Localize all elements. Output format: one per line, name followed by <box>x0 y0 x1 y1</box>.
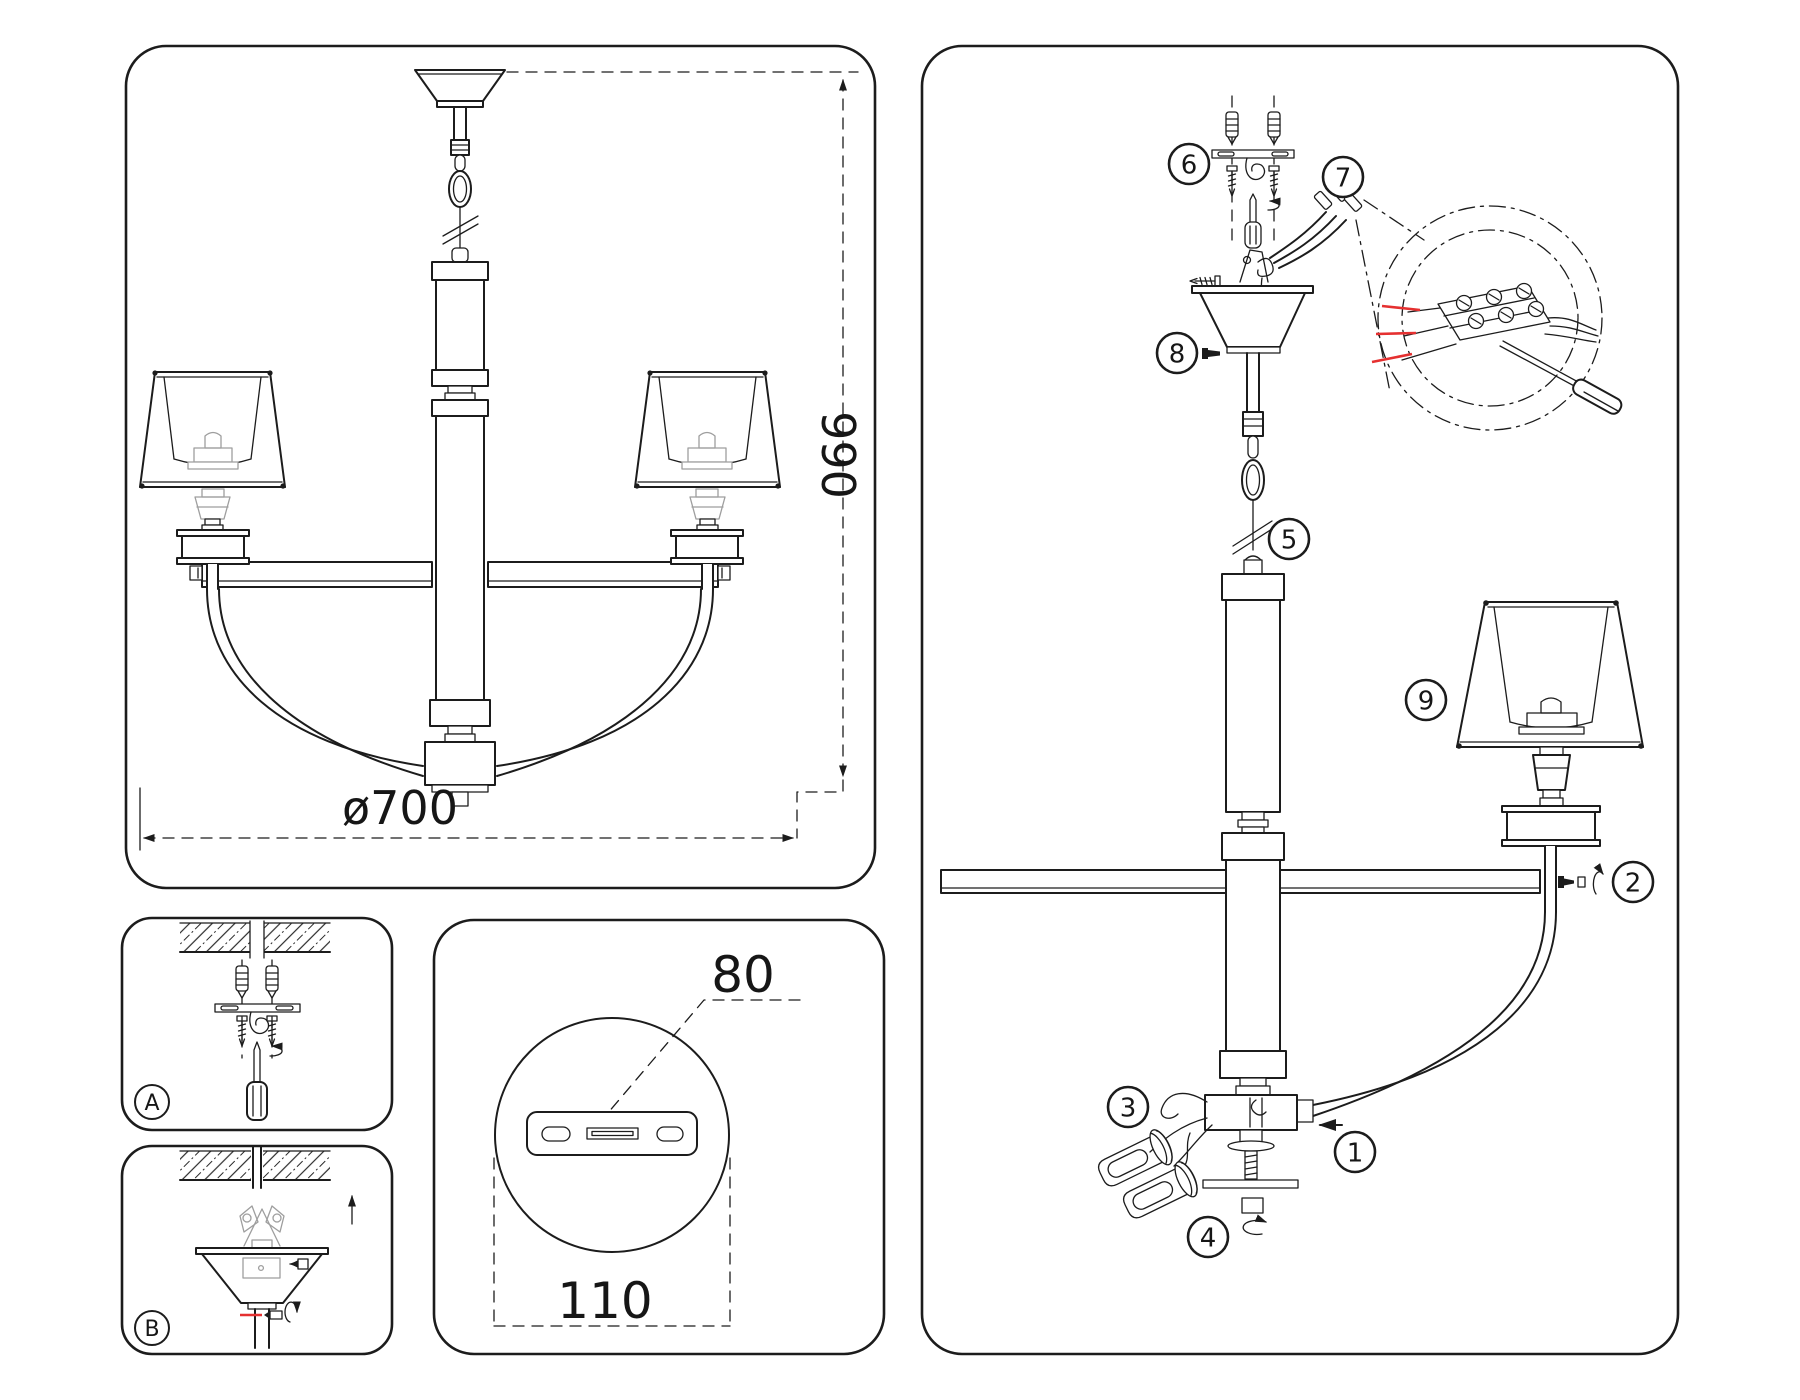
finial-parts <box>1202 1179 1299 1236</box>
step-badge-3: 3 <box>1106 1085 1150 1129</box>
panel-detail-b: B <box>120 1144 394 1356</box>
step-badge-5: 5 <box>1267 517 1311 561</box>
chandelier-column <box>424 261 496 807</box>
panel-front-view: 990 ø700 <box>124 44 877 890</box>
assembly-column <box>1219 573 1287 1096</box>
svg-text:7: 7 <box>1335 163 1352 193</box>
ceiling-hook <box>1245 157 1266 181</box>
panel-plate-detail: 80 110 <box>432 918 886 1356</box>
dim-110: 110 <box>493 1157 731 1330</box>
step-badge-2: 2 <box>1611 860 1655 904</box>
wire-pointer-red <box>1375 331 1417 336</box>
ceiling-hatch-b <box>179 1146 331 1189</box>
bulb-socket-icon <box>1122 1161 1198 1219</box>
terminal-block <box>1401 282 1599 361</box>
assembly-crossbar <box>940 869 1541 894</box>
bulb-socket-icon <box>1097 1129 1173 1187</box>
assembly-arm <box>1312 911 1557 1117</box>
wire-pointer-red <box>1381 304 1421 312</box>
screwdriver-icon <box>1244 193 1262 249</box>
chandelier-suspension <box>414 69 506 263</box>
arm-screw-kit <box>1558 863 1604 895</box>
panel-a-border <box>120 916 394 1132</box>
screwdriver-icon <box>246 1041 268 1121</box>
step-badge-8: 8 <box>1155 331 1199 375</box>
dim-height-label: 990 <box>811 411 865 499</box>
terminal-detail-circle <box>1371 205 1623 431</box>
canopy-set-screw-callout <box>240 1301 301 1323</box>
step-badge-9: 9 <box>1404 678 1448 722</box>
badge-b: B <box>134 1310 170 1346</box>
svg-text:4: 4 <box>1200 1223 1217 1253</box>
svg-text:8: 8 <box>1169 339 1186 369</box>
svg-text:5: 5 <box>1281 525 1298 555</box>
step-badge-6: 6 <box>1167 142 1211 186</box>
panel-detail-a: A <box>120 916 394 1132</box>
mounting-plate <box>526 1111 698 1156</box>
panel-assembly-border <box>920 44 1680 1356</box>
step-badge-1: 1 <box>1333 1130 1377 1174</box>
shade-assembly <box>1456 600 1644 913</box>
mounting-plate-circle <box>494 1017 730 1253</box>
arm-hub <box>1204 1094 1314 1180</box>
suspension-chain <box>1232 352 1273 575</box>
badge-a: A <box>134 1084 170 1120</box>
wire-pointer-red <box>1371 352 1413 364</box>
wire-break-mark <box>442 215 479 237</box>
badge-b-label: B <box>144 1317 159 1342</box>
screwdriver-angled-icon <box>1499 340 1623 415</box>
panel-front-view-border <box>124 44 877 890</box>
step-badge-4: 4 <box>1186 1215 1230 1259</box>
step-badge-7: 7 <box>1321 155 1365 199</box>
badge-a-label: A <box>144 1091 159 1116</box>
rotate-arrow-icon <box>284 1301 301 1323</box>
leader-to-detail <box>1363 199 1425 241</box>
hook-bracket <box>214 1003 301 1035</box>
rotate-arrow-icon <box>1592 863 1604 895</box>
canopy-assembly <box>1189 275 1314 354</box>
chandelier-arms <box>206 588 714 777</box>
leader-80 <box>606 999 801 1115</box>
hook-kit <box>1211 95 1295 249</box>
dim-height: 990 <box>506 71 865 839</box>
side-screw-icon <box>1202 348 1220 359</box>
svg-text:6: 6 <box>1181 150 1198 180</box>
svg-text:9: 9 <box>1418 686 1435 716</box>
lamp-unit <box>634 370 781 590</box>
rotate-arrow-icon <box>269 1042 283 1057</box>
svg-text:3: 3 <box>1120 1093 1137 1123</box>
rotate-arrow-icon <box>1242 1214 1268 1236</box>
wire-break-mark <box>1232 520 1273 547</box>
panel-assembly: 6 7 8 <box>920 44 1680 1356</box>
svg-text:2: 2 <box>1625 868 1642 898</box>
dim-diameter: ø700 <box>139 781 795 851</box>
rotate-arrow-icon <box>1267 197 1281 211</box>
dim-width-label: 110 <box>557 1272 652 1330</box>
dim-diameter-label: ø700 <box>342 781 458 835</box>
ceiling-hatch-a <box>179 920 331 959</box>
screw-left-icon <box>288 1258 309 1270</box>
dim-hole-label: 80 <box>711 946 775 1004</box>
terminal-box-ghost <box>242 1257 281 1279</box>
svg-text:1: 1 <box>1347 1138 1364 1168</box>
leader-to-detail <box>1355 219 1391 393</box>
crossbar-set-screw <box>717 565 731 581</box>
